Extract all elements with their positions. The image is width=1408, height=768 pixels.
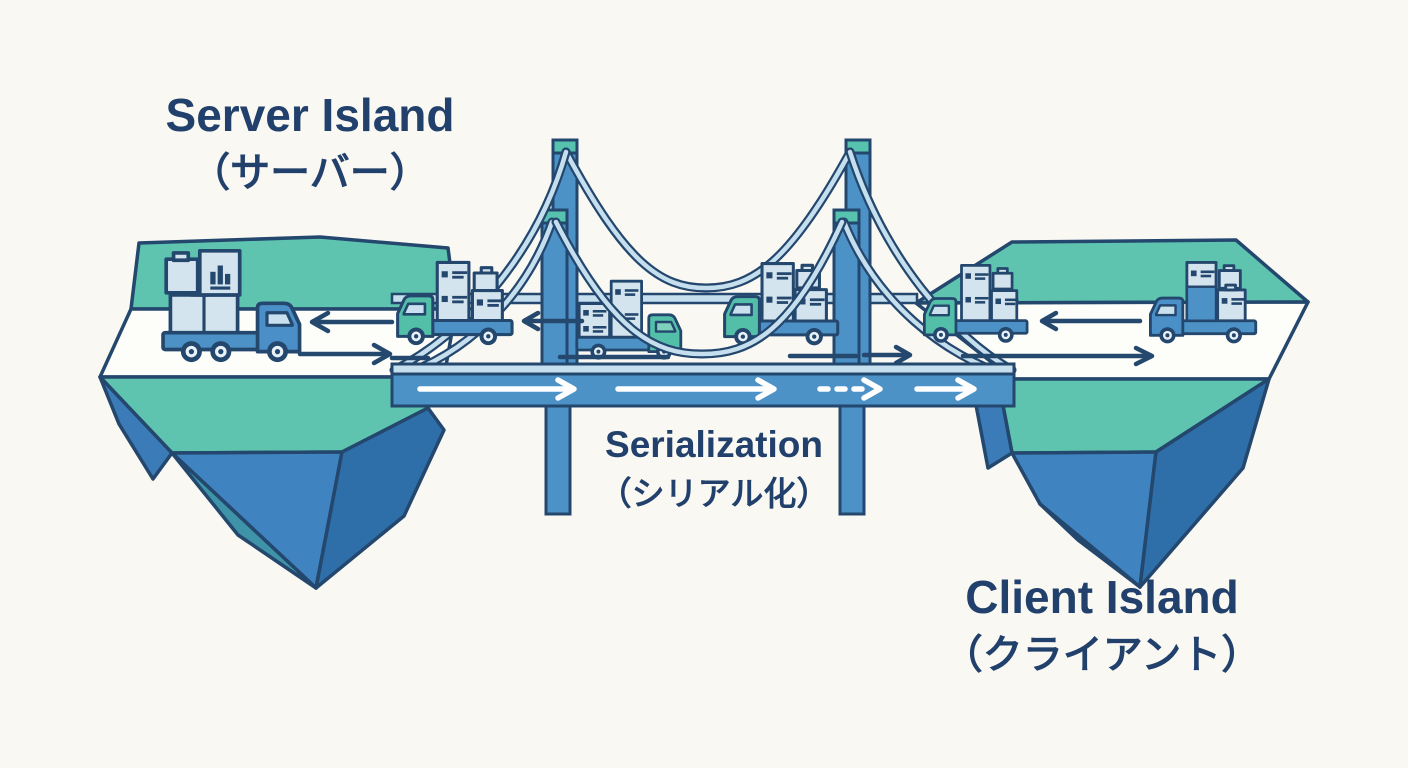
cargo-box bbox=[164, 257, 200, 295]
arrow-head-icon bbox=[1039, 310, 1059, 332]
bar-chart-icon bbox=[210, 265, 231, 290]
bridge-arrow-right bbox=[861, 344, 913, 366]
suspension-cable-front bbox=[551, 217, 847, 359]
arrow-head-icon bbox=[1133, 345, 1155, 367]
client-arrow-right bbox=[960, 345, 1155, 367]
truck-server-2 bbox=[398, 260, 512, 345]
server-island-rock bbox=[314, 406, 446, 590]
cargo-box bbox=[991, 271, 1014, 291]
arrow-head-icon bbox=[371, 342, 393, 366]
cargo-box-tab bbox=[1224, 283, 1237, 292]
data-box bbox=[435, 260, 471, 323]
bridge-deck bbox=[390, 362, 1016, 408]
arrow-head-icon bbox=[893, 344, 913, 366]
serialization-subtitle: （シリアル化） bbox=[599, 475, 830, 512]
arrow-head-icon bbox=[955, 377, 977, 401]
truck-client-5 bbox=[924, 263, 1027, 342]
tower-stub-left bbox=[544, 404, 572, 516]
client-island-subtitle: （クライアント） bbox=[943, 633, 1261, 677]
arrow-head-icon bbox=[555, 377, 577, 401]
bridge-arrow-left bbox=[521, 310, 585, 332]
cargo-box bbox=[472, 271, 499, 293]
data-box bbox=[1216, 288, 1247, 323]
client-island-title: Client Island bbox=[965, 571, 1238, 623]
truck-client-6 bbox=[1150, 261, 1255, 343]
traffic-arrows bbox=[297, 310, 1155, 367]
deck-flow-arrows bbox=[417, 377, 977, 401]
truck-server-1 bbox=[163, 248, 299, 362]
arrow-head-icon bbox=[861, 377, 883, 401]
server-arrow-left bbox=[309, 310, 395, 334]
arrow-head-icon bbox=[521, 310, 541, 332]
arrow-head-icon bbox=[755, 377, 777, 401]
bridge-guardrail bbox=[390, 292, 919, 305]
server-island-rock bbox=[170, 451, 318, 590]
client-island-rock bbox=[1138, 377, 1271, 589]
server-arrow-right bbox=[297, 342, 393, 366]
serialization-title: Serialization bbox=[605, 424, 823, 465]
server-island-subtitle: （サーバー） bbox=[190, 151, 430, 195]
cargo-box-tab bbox=[171, 251, 191, 263]
arrow-head-icon bbox=[309, 310, 331, 334]
tower-stub-right bbox=[838, 404, 866, 516]
client-island-rock bbox=[1038, 502, 1142, 589]
server-island-rock bbox=[98, 375, 174, 481]
server-island-title: Server Island bbox=[166, 89, 455, 141]
client-arrow-left bbox=[1039, 310, 1143, 332]
data-box bbox=[990, 289, 1019, 323]
data-box-panel bbox=[1185, 285, 1218, 322]
